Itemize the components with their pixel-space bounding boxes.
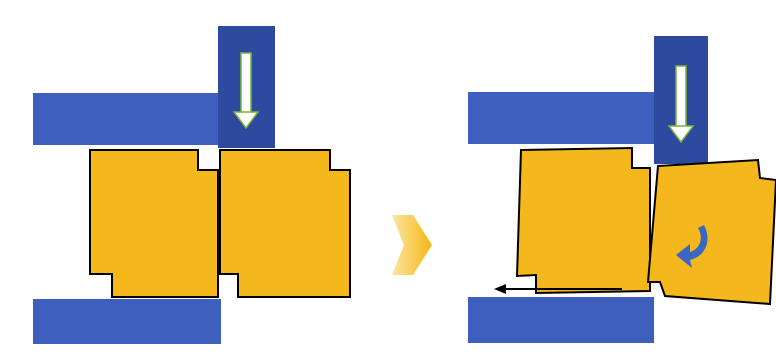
- upper-plate: [468, 92, 658, 144]
- panel-before: [33, 26, 351, 344]
- left-block: [515, 146, 651, 295]
- right-block: [219, 149, 351, 298]
- right-block-tilted: [646, 158, 776, 306]
- press-arrow-icon: [232, 52, 260, 130]
- lower-plate: [33, 299, 221, 344]
- panel-after: [468, 36, 776, 343]
- slide-arrow: [494, 284, 622, 294]
- press-arrow-icon: [667, 65, 695, 144]
- rotate-arrow-icon: [676, 225, 708, 268]
- chevron-right-arrow-icon: [392, 215, 432, 275]
- left-block: [89, 149, 219, 298]
- upper-plate: [33, 93, 225, 145]
- lower-plate: [468, 297, 654, 343]
